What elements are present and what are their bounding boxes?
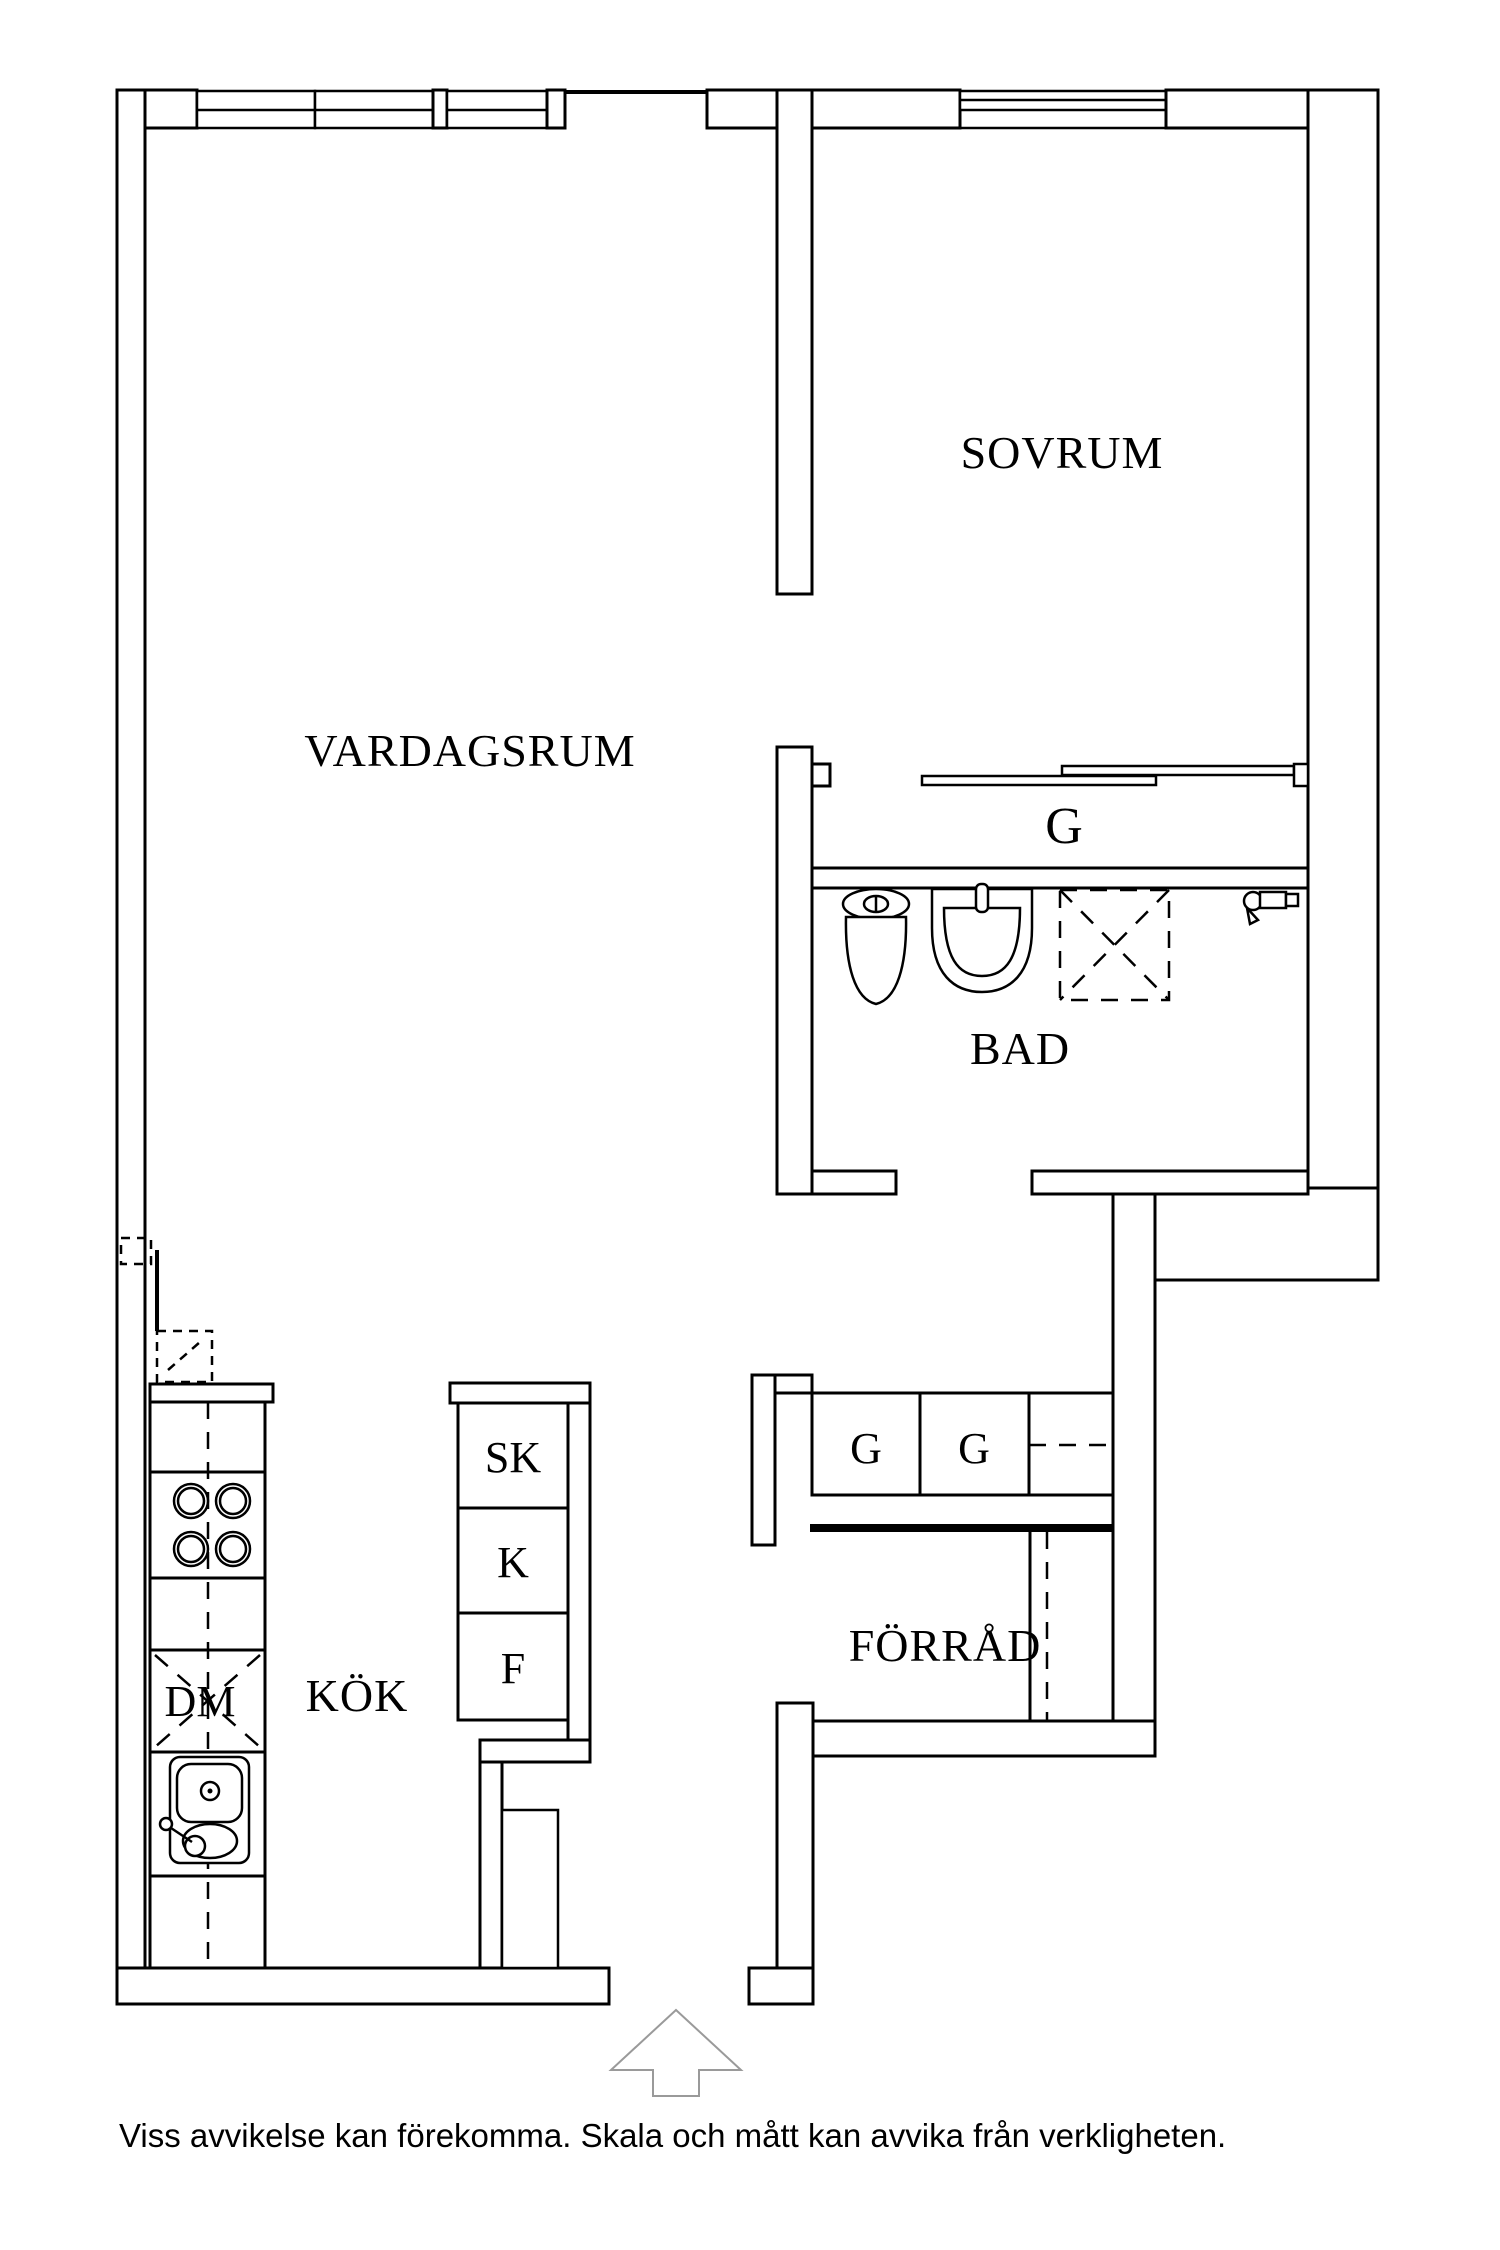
label-sovrum: SOVRUM xyxy=(961,427,1164,478)
room-labels: SOVRUM VARDAGSRUM BAD G G G SK K F DM KÖ… xyxy=(165,427,1164,1726)
cabinet-outline xyxy=(456,1401,570,1722)
wall-closet-notch-right xyxy=(1292,762,1310,788)
label-sk: SK xyxy=(485,1433,541,1482)
wall-cabinet-jog xyxy=(478,1738,592,1764)
dashed-hood-box xyxy=(155,1329,214,1384)
wall-right xyxy=(1306,88,1380,1190)
wall-top-bedroom xyxy=(810,88,962,130)
washbasin-icon xyxy=(930,882,1034,994)
window-livingroom xyxy=(195,88,567,130)
wall-hall-east xyxy=(1111,1192,1157,1758)
label-f: F xyxy=(501,1644,525,1693)
hall-nook-outline xyxy=(500,1808,560,1970)
wall-bath-south-right xyxy=(1030,1169,1310,1196)
counter-cap xyxy=(148,1382,275,1404)
wall-south-right xyxy=(747,1966,815,2006)
wall-forrad-north xyxy=(810,1524,1113,1532)
wall-cabinet-east xyxy=(566,1401,592,1742)
dashed-wall-box xyxy=(119,1236,153,1266)
wall-top-thin-section xyxy=(565,90,707,94)
label-vardagsrum: VARDAGSRUM xyxy=(304,725,635,776)
dishwasher-icon xyxy=(154,1654,261,1748)
stove-icon xyxy=(172,1482,252,1568)
cabinet-column xyxy=(448,1381,592,1970)
sliding-door-panel xyxy=(920,774,1158,787)
wall-wardrobe-bar xyxy=(750,1373,777,1547)
toilet-icon xyxy=(841,887,911,1006)
label-g-hall-1: G xyxy=(850,1424,882,1473)
wall-forrad-south xyxy=(811,1719,1157,1758)
wall-cabinet-south-leg xyxy=(478,1760,504,1970)
wall-south-left xyxy=(115,1966,611,2006)
cabinet-cap xyxy=(448,1381,592,1405)
kitchen-sink-icon xyxy=(158,1755,251,1865)
hall-wardrobe-row xyxy=(810,1391,1115,1497)
label-g-bedroom: G xyxy=(1045,798,1083,855)
wall-bath-south-left xyxy=(810,1169,898,1196)
exterior-walls xyxy=(115,88,1380,2006)
kitchen-counter xyxy=(148,1329,275,1970)
wall-bath-north xyxy=(810,866,1310,890)
interior-walls xyxy=(119,88,1310,1970)
dashed-hood-diagonal xyxy=(167,1341,201,1371)
label-g-hall-2: G xyxy=(958,1424,990,1473)
wall-partition-lower-and-bath-west xyxy=(775,745,814,1196)
sliding-doors-bedroom-closet xyxy=(920,762,1310,788)
label-dm: DM xyxy=(165,1677,236,1726)
wall-partition-upper xyxy=(775,88,814,596)
label-forrad: FÖRRÅD xyxy=(849,1620,1042,1671)
label-k: K xyxy=(497,1538,529,1587)
label-kok: KÖK xyxy=(306,1670,409,1721)
wall-kitchen-stub xyxy=(155,1250,159,1331)
shower-icon xyxy=(1058,888,1171,1002)
window-pier xyxy=(545,88,567,130)
wall-entry-east xyxy=(775,1701,815,2006)
entrance-arrow-icon xyxy=(608,2008,744,2097)
sliding-door-panel xyxy=(1060,764,1296,777)
bathroom-fixtures xyxy=(841,882,1300,1006)
water-valve-icon xyxy=(1242,890,1300,926)
wall-left xyxy=(115,88,147,2006)
window-bedroom xyxy=(958,89,1168,130)
window-pier xyxy=(431,88,449,130)
wall-closet-notch-left xyxy=(810,762,832,788)
wall-shaft-right xyxy=(1153,1186,1380,1282)
label-bad: BAD xyxy=(970,1023,1070,1074)
disclaimer-text: Viss avvikelse kan förekomma. Skala och … xyxy=(119,2117,1226,2154)
